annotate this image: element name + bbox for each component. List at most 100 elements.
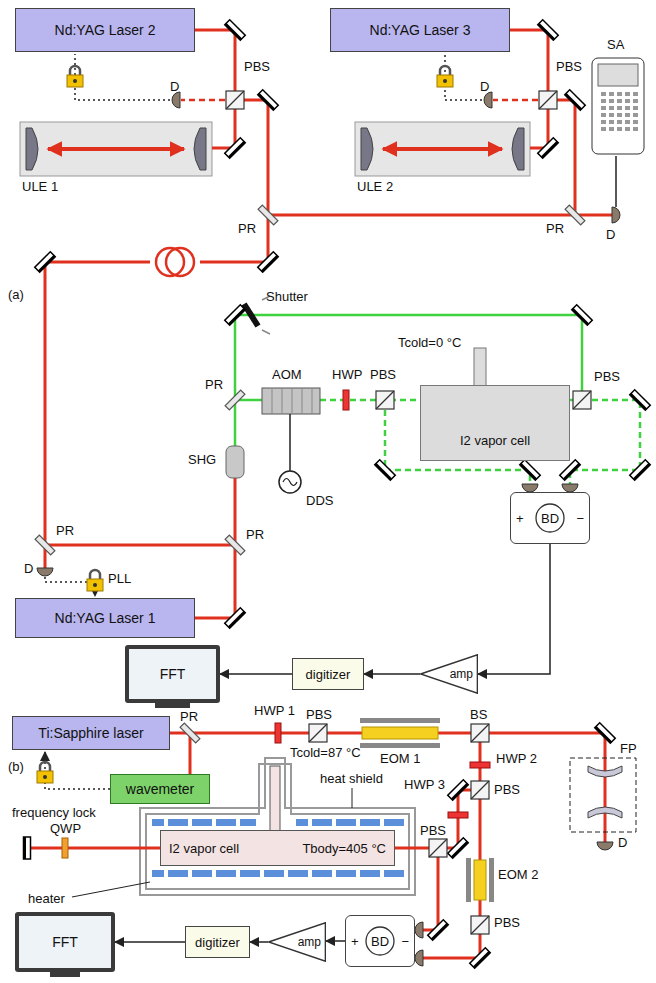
part-label: D [606,228,615,242]
fp-mirrors [588,766,622,818]
part-label: HWP [332,368,362,382]
mirror [225,138,246,159]
pbs [471,781,489,799]
connector [250,941,268,943]
laser-beam [30,733,605,958]
mirror [630,460,651,481]
mirror [225,608,246,629]
part-label: HWP 1 [254,704,295,718]
cavity-mirrors [26,128,206,170]
laser-box: Nd:YAG Laser 3 [330,8,510,52]
part-label: PBS [370,368,396,382]
computer-monitor: FFT [15,912,115,972]
node-text: BD [541,511,559,526]
mirror [572,305,593,326]
part-label: PBS [244,60,270,74]
sine-symbol [283,479,297,486]
heater [296,819,404,826]
node-text: digitizer [306,667,351,682]
part-label: PBS [420,824,446,838]
amp-shape [421,655,478,693]
node-text: digitizer [195,935,240,950]
half-wave-plate [343,390,349,410]
monitor-stand [50,972,80,977]
mirror [538,138,559,159]
vapor-cell: I2 vapor cell Tbody=405 °C [160,830,395,866]
monitor-stand [155,703,190,708]
cell-cold-finger [474,348,486,388]
mirror [560,460,581,481]
detector [415,922,423,938]
mirror [630,390,651,411]
part-label: SHG [188,453,216,467]
rf-wire [289,414,291,471]
detector [597,842,613,850]
part-label: AOM [272,368,302,382]
mirror [538,20,559,41]
part-label: Tcold=0 °C [398,336,461,350]
part-label: PR [205,378,223,392]
amp-shape [269,923,326,961]
cavity-mirrors [361,128,524,170]
mirror [520,460,541,481]
part-label: PLL [108,572,131,586]
node-text: Ti:Sapphire laser [38,725,143,741]
part-label: frequency lock [12,806,96,820]
lock-icon [67,66,83,87]
heater [152,870,404,877]
computer-monitor: FFT [125,645,220,703]
lock-loop [45,752,110,789]
detector [522,484,538,492]
node-text: Nd:YAG Laser 2 [55,22,156,38]
part-label: D [170,80,179,94]
node-text: Nd:YAG Laser 3 [370,22,471,38]
detector [172,92,180,108]
mirror [35,252,56,273]
eom-electrode [360,743,440,748]
node-text: FFT [52,934,78,950]
dds-source [279,471,301,493]
amplifier-triangle: amp [420,654,478,694]
node-text: + [516,511,524,526]
ule-cavity [355,122,530,176]
part-label: PBS [306,708,332,722]
pbs [376,391,394,409]
node-text: Tbody=405 °C [302,841,386,856]
fp-enclosure [570,758,636,832]
node-text: amp [298,935,321,949]
part-label: PR [238,222,256,236]
part-label: EOM 1 [380,752,420,766]
detector [37,568,53,576]
lock-icon [87,570,103,591]
sa-screen [598,64,638,86]
node-text: amp [450,667,473,681]
part-label: PBS [494,916,520,930]
digitizer-box: digitizer [185,926,250,958]
part-label: (a) [8,288,24,302]
cell-cold-finger [270,766,280,832]
fiber-coil [166,248,194,276]
beam-splitter [471,724,489,742]
half-wave-plate [275,723,281,743]
node-text: wavemeter [126,781,194,797]
pbs [539,91,557,109]
spectrum-analyzer [592,58,644,154]
shg-crystal [226,446,244,478]
amplifier-triangle: amp [268,922,326,962]
part-label: HWP 3 [404,778,445,792]
part-label: PR [546,222,564,236]
mirror [448,780,469,801]
detector [415,950,423,966]
part-label: D [24,562,33,576]
part-label: heat shield [320,772,383,786]
node-text: Nd:YAG Laser 1 [55,610,156,626]
mirror [258,90,279,111]
aom-stripes [272,388,312,414]
node-text: I2 vapor cell [169,841,239,856]
aom [262,388,320,414]
signal-wire [615,156,617,207]
mirror [258,252,279,273]
cavity-mode [383,147,502,151]
pbs [573,391,591,409]
detector [612,207,620,223]
